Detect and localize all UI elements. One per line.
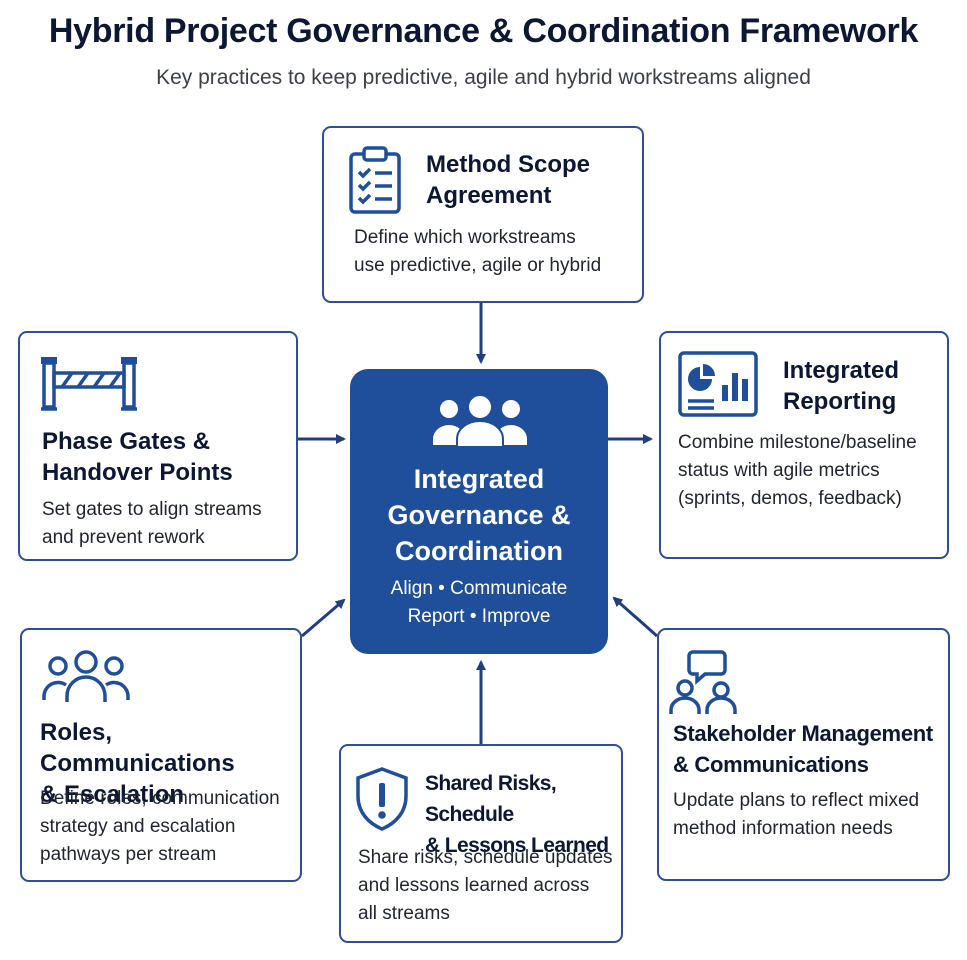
card-description: Combine milestone/baseline status with a… bbox=[678, 432, 917, 509]
dashboard-report-icon bbox=[678, 351, 758, 417]
people-outline-icon bbox=[42, 650, 130, 702]
card-title: Integrated Reporting bbox=[783, 357, 900, 415]
center-tagline: Align • Communicate Report • Improve bbox=[390, 578, 568, 627]
page-subtitle: Key practices to keep predictive, agile … bbox=[156, 66, 811, 89]
center-title: Integrated Governance & Coordination bbox=[387, 464, 571, 566]
card-description: Define roles, communication strategy and… bbox=[40, 788, 280, 865]
page-title: Hybrid Project Governance & Coordination… bbox=[48, 12, 919, 50]
card-method-scope: Method Scope Agreement Define which work… bbox=[322, 126, 644, 303]
card-title: Phase Gates & Handover Points bbox=[42, 428, 233, 486]
barrier-gate-icon bbox=[41, 357, 137, 411]
card-title: Roles, Communications & Escalation bbox=[40, 719, 235, 808]
card-phase-gates: Phase Gates & Handover Points Set gates … bbox=[18, 331, 298, 561]
card-roles: Roles, Communications & Escalation Defin… bbox=[20, 628, 302, 882]
card-description: Define which workstreams use predictive,… bbox=[354, 227, 602, 276]
people-group-icon bbox=[433, 394, 527, 448]
arrow-stakeholder-to-center bbox=[612, 596, 658, 638]
card-description: Update plans to reflect mixed method inf… bbox=[673, 790, 920, 839]
card-title: Stakeholder Management & Communications bbox=[673, 721, 933, 777]
card-description: Set gates to align streams and prevent r… bbox=[42, 499, 262, 548]
card-title: Method Scope Agreement bbox=[426, 151, 591, 209]
card-shared-risks: Shared Risks, Schedule & Lessons Learned… bbox=[339, 744, 623, 943]
shield-alert-icon bbox=[356, 767, 408, 831]
clipboard-checklist-icon bbox=[349, 146, 401, 214]
card-description: Share risks, schedule updates and lesson… bbox=[358, 847, 613, 924]
people-chat-icon bbox=[669, 650, 737, 714]
card-integrated-reporting: Integrated Reporting Combine milestone/b… bbox=[659, 331, 949, 559]
arrow-roles-to-center bbox=[301, 598, 346, 638]
card-title: Shared Risks, Schedule & Lessons Learned bbox=[425, 772, 609, 857]
center-hub: Integrated Governance & Coordination Ali… bbox=[350, 369, 608, 654]
card-stakeholder: Stakeholder Management & Communications … bbox=[657, 628, 950, 881]
